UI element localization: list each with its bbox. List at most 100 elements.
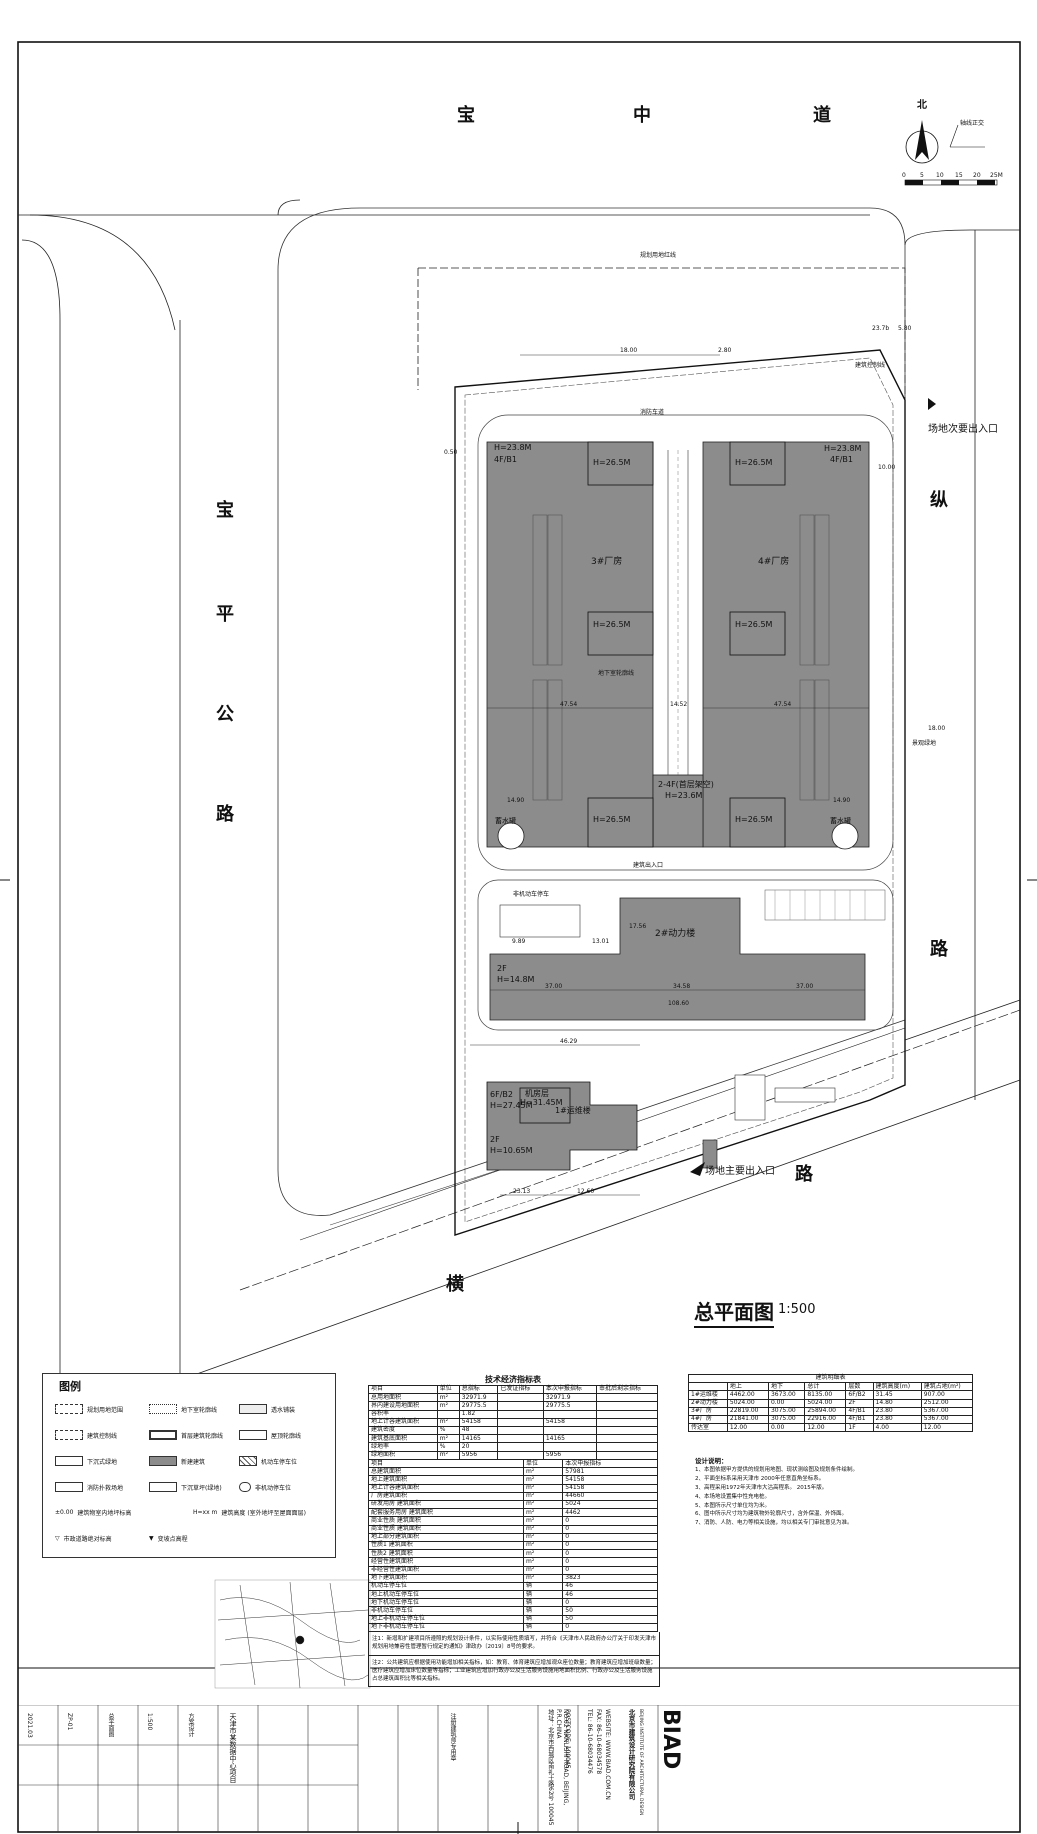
power-floors: 2F	[497, 964, 507, 973]
parking-west	[499, 904, 581, 938]
dim-w4: 47.54	[774, 701, 792, 708]
factory-3-floors: 4F/B1	[494, 455, 517, 464]
legend-swatch	[239, 1456, 257, 1466]
transformer-yard	[734, 1074, 766, 1121]
label-exit: 建筑出入口	[633, 862, 664, 869]
legend-item: 机动车停车位	[239, 1456, 297, 1466]
dim-w3: 47.54	[560, 701, 578, 708]
legend-swatch	[55, 1404, 83, 1414]
legend-swatch	[149, 1482, 177, 1492]
dim-top-setback: 18.00	[620, 347, 638, 354]
design-note: 7、消防、人防、电力等相关设施，均以相关专门审批意见为准。	[695, 1520, 853, 1527]
tower-4b-height: H=26.5M	[735, 620, 773, 629]
factory-3-name: 3#厂房	[591, 557, 623, 567]
pump-house	[774, 1087, 836, 1103]
parking-east	[764, 889, 886, 921]
label-control: 建筑控制线	[855, 362, 886, 369]
plan-title: 总平面图	[694, 1296, 774, 1328]
site-boundary	[454, 349, 906, 1236]
drawing-frame	[17, 41, 1021, 1833]
design-notes-title: 设计说明：	[695, 1457, 728, 1465]
table-header-row: 地上地下 总计层数建筑高度(m)建筑占地(m²)	[688, 1382, 974, 1392]
road-north-char-2: 中	[633, 105, 651, 126]
link-height: H=23.6M	[665, 791, 703, 800]
tower-4a-height: H=26.5M	[735, 458, 773, 467]
road-east-char-1: 纵	[930, 490, 948, 511]
dim-p-total: 108.60	[668, 1000, 689, 1007]
marker-glyph: ▽	[55, 1535, 60, 1542]
tb-drawing: 总平面图	[107, 1713, 114, 1737]
legend-swatch	[55, 1456, 83, 1466]
design-note: 1、本图依据甲方提供的规划用地图、现状测绘图及规划条件绘制。	[695, 1467, 859, 1474]
legend-item: 建筑控制线	[55, 1430, 117, 1440]
tower-3a-height: H=26.5M	[593, 458, 631, 467]
tb-drawing-no: ZP-01	[66, 1713, 73, 1731]
dim-ne-2: 5.80	[898, 325, 912, 332]
tb-logo: BIAD	[658, 1709, 683, 1770]
block-curb	[277, 207, 906, 1216]
dim-center: 14.52	[670, 701, 688, 708]
office-lower-height: H=10.65M	[490, 1146, 533, 1155]
link-name: 2-4F(首层架空)	[658, 780, 714, 789]
factory-3-height: H=23.8M	[494, 443, 532, 452]
tower-3c-height: H=26.5M	[593, 815, 631, 824]
dim-south-1: 46.29	[560, 1038, 578, 1045]
tower-3b	[587, 611, 654, 656]
main-entrance-label: 场地主要出入口	[705, 1166, 775, 1177]
legend-item: ▼变坡点高程	[149, 1535, 188, 1543]
label-redline: 规划用地红线	[640, 252, 677, 259]
office-side-label: 1#运维楼	[555, 1106, 591, 1115]
legend-item: 规划用地范围	[55, 1404, 123, 1414]
office-lower-floors: 2F	[490, 1135, 500, 1144]
north-arrow	[905, 120, 985, 164]
legend-item: 下沉草坪(绿地)	[149, 1482, 222, 1492]
entrance-arrows	[690, 398, 936, 1176]
road-east-char-2: 路	[930, 939, 948, 960]
legend-swatch	[149, 1404, 177, 1414]
dim-ne-1: 23.7b	[872, 325, 890, 332]
legend-swatch	[55, 1482, 83, 1492]
road-north-char-1: 宝	[457, 105, 475, 126]
link-bridge	[652, 774, 704, 848]
design-note: 6、图中所示尺寸均为建筑物外轮廓尺寸，含外保温、外饰面。	[695, 1511, 848, 1518]
dim-west-gap: 0.50	[444, 449, 458, 456]
tank-left-label: 蓄水罐	[495, 817, 516, 825]
legend-item: ▽市政道路绝对标高	[55, 1535, 112, 1543]
tb-address-1: 地址：北京市西城区南礼士路62号 100045	[546, 1709, 554, 1826]
design-note: 5、本图所示尺寸单位均为米。	[695, 1502, 771, 1509]
legend-item: 消防扑救场地	[55, 1482, 123, 1492]
water-tank-right	[831, 822, 859, 850]
design-notes: 设计说明： 1、本图依据甲方提供的规划用地图、现状测绘图及规划条件绘制。 2、平…	[695, 1456, 975, 1528]
design-note: 3、高程采用1972年天津市大沽高程系。 2015年版。	[695, 1484, 828, 1491]
guard-house	[702, 1139, 718, 1169]
dim-south-3: 12.60	[577, 1188, 595, 1195]
road-south-char-1: 横	[446, 1274, 464, 1295]
power-building	[489, 897, 866, 1021]
title-block-grid	[18, 1705, 1020, 1832]
office-height: H=27.45M	[490, 1101, 533, 1110]
road-west-char-2: 平	[216, 604, 234, 625]
tb-company: 北京市建筑设计研究院有限公司	[627, 1709, 635, 1800]
fire-lane-ring	[477, 414, 894, 871]
table-header-row: 建筑明细表	[688, 1373, 973, 1384]
dim-p-mid: 34.58	[673, 983, 691, 990]
tower-3a	[587, 441, 654, 486]
dim-p-right: 37.00	[796, 983, 814, 990]
office-floors: 6F/B2	[490, 1090, 513, 1099]
marker-glyph: H=xx m	[193, 1509, 218, 1516]
